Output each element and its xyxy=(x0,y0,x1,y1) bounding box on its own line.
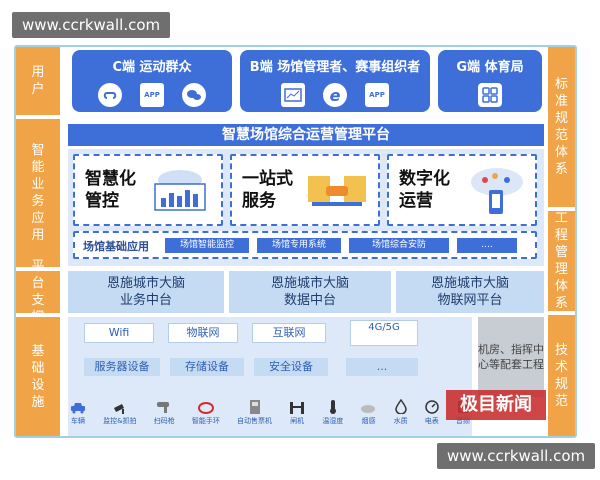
camera-icon xyxy=(103,398,136,414)
device-vehicle: 车辆 xyxy=(70,398,86,434)
watermark-top: www.ccrkwall.com xyxy=(12,12,171,38)
ticket-machine-icon xyxy=(237,398,272,414)
news-watermark: 极目新闻 xyxy=(446,390,546,420)
device-water: 水质 xyxy=(394,398,408,434)
label-smart-apps: 智能业务应用 xyxy=(16,119,60,267)
water-drop-icon xyxy=(394,398,408,414)
user-b-end: B端 场馆管理者、赛事组织者 e APP xyxy=(240,50,430,112)
device-ticket-machine: 自动售票机 xyxy=(237,398,272,434)
equipment-server: 服务器设备 xyxy=(84,358,160,376)
machine-room: 机房、指挥中心等配套工程 xyxy=(478,317,544,397)
wechat-icon xyxy=(182,83,206,107)
user-c-end: C端 运动群众 APP xyxy=(72,50,232,112)
grid-icon xyxy=(478,83,502,107)
device-meter: 电表 xyxy=(425,398,439,434)
app-icon: APP xyxy=(365,83,389,107)
device-smoke: 烟感 xyxy=(360,398,376,434)
basic-app-more: .... xyxy=(457,238,517,253)
wristband-icon xyxy=(192,398,220,414)
handshake-icon xyxy=(304,168,370,214)
dashboard-icon xyxy=(281,83,305,107)
mini-program-icon xyxy=(98,83,122,107)
basic-app-security: 场馆综合安防 xyxy=(349,238,449,253)
smoke-detector-icon xyxy=(360,398,376,414)
label-platform: 平台支撑 xyxy=(16,259,60,325)
user-g-title: G端 体育局 xyxy=(456,60,524,75)
middle-iot: 恩施城市大脑物联网平台 xyxy=(396,271,544,313)
device-camera: 监控&抓拍 xyxy=(103,398,137,434)
network-iot: 物联网 xyxy=(168,323,238,343)
platform-title: 智慧场馆综合运营管理平台 xyxy=(68,124,544,146)
devices-row: 车辆 监控&抓拍 扫码枪 智能手环 自动售票机 闸机 温湿度 烟感 水质 电表 … xyxy=(70,398,470,434)
middle-business: 恩施城市大脑业务中台 xyxy=(68,271,224,313)
smart-app-service: 一站式服务 xyxy=(230,154,380,226)
network-wifi: Wifi xyxy=(84,323,154,343)
smart-app-operation: 数字化运营 xyxy=(387,154,537,226)
car-icon xyxy=(70,398,86,414)
thermometer-icon xyxy=(322,398,343,414)
label-users: 用户 xyxy=(16,47,60,115)
network-4g5g: 4G/5G xyxy=(350,320,418,346)
label-standards: 标准规范体系 xyxy=(548,47,575,207)
watermark-bottom: www.ccrkwall.com xyxy=(437,443,596,469)
label-tech-spec: 技术规范 xyxy=(548,315,575,436)
user-b-title: B端 场馆管理者、赛事组织者 xyxy=(249,60,421,75)
user-g-end: G端 体育局 xyxy=(438,50,542,112)
meter-icon xyxy=(424,398,439,414)
basic-app-monitoring: 场馆智能监控 xyxy=(165,238,249,253)
digital-cloud-icon xyxy=(465,162,529,218)
device-humidity: 温湿度 xyxy=(322,398,343,434)
device-scanner: 扫码枪 xyxy=(154,398,175,434)
basic-apps-label: 场馆基础应用 xyxy=(83,240,149,253)
label-infrastructure: 基础设施 xyxy=(16,317,60,436)
app-icon: APP xyxy=(140,83,164,107)
middle-data: 恩施城市大脑数据中台 xyxy=(229,271,391,313)
equipment-security: 安全设备 xyxy=(254,358,328,376)
smart-app-control: 智慧化管控 xyxy=(73,154,223,226)
device-gate: 闸机 xyxy=(289,398,305,434)
basic-app-system: 场馆专用系统 xyxy=(257,238,341,253)
basic-apps-row: 场馆基础应用 场馆智能监控 场馆专用系统 场馆综合安防 .... xyxy=(73,231,537,259)
diagram-frame xyxy=(14,45,577,438)
gate-icon xyxy=(289,398,305,414)
user-c-title: C端 运动群众 xyxy=(112,60,192,75)
browser-icon: e xyxy=(323,83,347,107)
label-engineering: 工程管理体系 xyxy=(548,211,575,311)
cloud-chart-icon xyxy=(147,166,213,214)
network-internet: 互联网 xyxy=(252,323,326,343)
device-wristband: 智能手环 xyxy=(192,398,220,434)
equipment-more: ... xyxy=(346,358,418,376)
equipment-storage: 存储设备 xyxy=(170,358,244,376)
scanner-icon xyxy=(154,398,175,414)
